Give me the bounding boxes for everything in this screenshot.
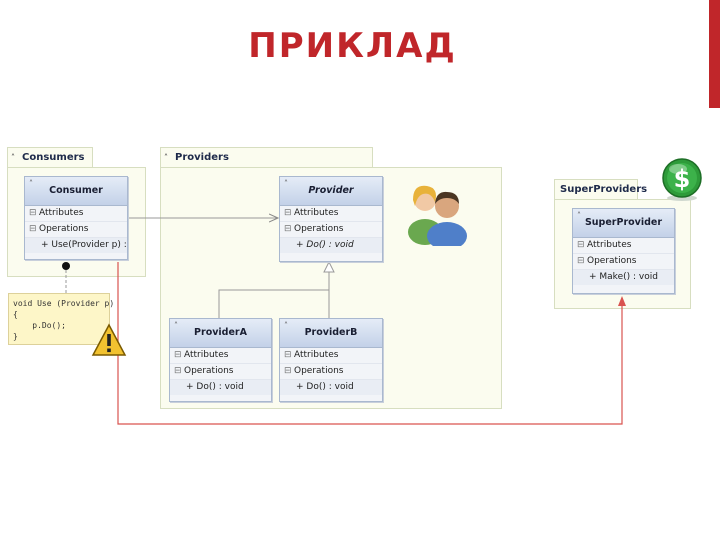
operations-label: Operations xyxy=(39,224,89,234)
package-tab-consumers[interactable]: ˄ Consumers xyxy=(7,147,93,167)
operations-section[interactable]: ⊟Operations xyxy=(280,364,382,380)
operation-item[interactable]: + Make() : void xyxy=(573,270,674,285)
page-title: ПРИКЛАД xyxy=(248,26,457,66)
dollar-icon: $ xyxy=(662,158,702,201)
class-provider-b[interactable]: ˄ ProviderB ⊟Attributes ⊟Operations + Do… xyxy=(279,318,383,402)
inheritance-arrowhead xyxy=(323,260,335,273)
warning-icon xyxy=(91,323,127,356)
class-header-provider-a: ˄ ProviderA xyxy=(170,319,271,348)
attributes-label: Attributes xyxy=(184,350,229,360)
class-header-provider-b: ˄ ProviderB xyxy=(280,319,382,348)
collapse-chevron-icon[interactable]: ˄ xyxy=(284,321,288,330)
operation-item[interactable]: + Do() : void xyxy=(280,380,382,395)
attributes-section[interactable]: ⊟Attributes xyxy=(280,348,382,364)
attributes-label: Attributes xyxy=(587,240,632,250)
collapse-chevron-icon[interactable]: ˄ xyxy=(174,321,178,330)
collapse-chevron-icon[interactable]: ˄ xyxy=(11,153,15,162)
people-icon xyxy=(408,185,467,246)
attributes-section[interactable]: ⊟Attributes xyxy=(280,206,382,222)
operation-item[interactable]: + Do() : void xyxy=(170,380,271,395)
class-name-consumer: Consumer xyxy=(49,185,103,196)
red-arrowhead xyxy=(618,296,626,306)
package-label-consumers: Consumers xyxy=(22,152,85,163)
collapse-minus-icon[interactable]: ⊟ xyxy=(284,208,292,218)
operations-section[interactable]: ⊟Operations xyxy=(573,254,674,270)
attributes-label: Attributes xyxy=(294,350,339,360)
class-consumer[interactable]: ˄ Consumer ⊟Attributes ⊟Operations + Use… xyxy=(24,176,128,260)
operations-label: Operations xyxy=(587,256,637,266)
operations-section[interactable]: ⊟Operations xyxy=(170,364,271,380)
note-line: { xyxy=(13,310,18,319)
collapse-minus-icon[interactable]: ⊟ xyxy=(29,208,37,218)
collapse-chevron-icon[interactable]: ˄ xyxy=(284,179,288,188)
accent-bar xyxy=(709,0,720,108)
collapse-minus-icon[interactable]: ⊟ xyxy=(174,366,182,376)
collapse-minus-icon[interactable]: ⊟ xyxy=(284,366,292,376)
operations-section[interactable]: ⊟Operations xyxy=(25,222,127,238)
operations-section[interactable]: ⊟Operations xyxy=(280,222,382,238)
note-line: void Use (Provider p) xyxy=(13,299,115,308)
class-provider-a[interactable]: ˄ ProviderA ⊟Attributes ⊟Operations + Do… xyxy=(169,318,272,402)
note-line: } xyxy=(13,332,18,341)
operations-label: Operations xyxy=(184,366,234,376)
attributes-section[interactable]: ⊟Attributes xyxy=(170,348,271,364)
class-header-provider: ˄ Provider xyxy=(280,177,382,206)
collapse-chevron-icon[interactable]: ˄ xyxy=(29,179,33,188)
collapse-minus-icon[interactable]: ⊟ xyxy=(577,240,585,250)
class-provider[interactable]: ˄ Provider ⊟Attributes ⊟Operations + Do(… xyxy=(279,176,383,262)
attributes-label: Attributes xyxy=(294,208,339,218)
package-tab-superproviders[interactable]: SuperProviders xyxy=(554,179,647,199)
collapse-chevron-icon[interactable]: ˄ xyxy=(164,153,168,162)
attributes-section[interactable]: ⊟Attributes xyxy=(573,238,674,254)
collapse-chevron-icon[interactable]: ˄ xyxy=(577,211,581,220)
operations-label: Operations xyxy=(294,224,344,234)
package-label-superproviders: SuperProviders xyxy=(560,184,648,195)
package-tab-providers[interactable]: ˄ Providers xyxy=(160,147,373,167)
class-name-provider: Provider xyxy=(308,185,354,196)
operation-item[interactable]: + Do() : void xyxy=(280,238,382,253)
code-note[interactable]: void Use (Provider p) { p.Do(); } xyxy=(8,293,115,345)
collapse-minus-icon[interactable]: ⊟ xyxy=(29,224,37,234)
note-anchor-dot xyxy=(62,262,70,270)
note-line: p.Do(); xyxy=(13,321,66,330)
attributes-label: Attributes xyxy=(39,208,84,218)
class-name-provider-b: ProviderB xyxy=(304,327,358,338)
collapse-minus-icon[interactable]: ⊟ xyxy=(284,350,292,360)
class-name-super-provider: SuperProvider xyxy=(584,217,663,228)
class-header-super-provider: ˄ SuperProvider xyxy=(573,209,674,238)
class-super-provider[interactable]: ˄ SuperProvider ⊟Attributes ⊟Operations … xyxy=(572,208,675,294)
collapse-minus-icon[interactable]: ⊟ xyxy=(174,350,182,360)
attributes-section[interactable]: ⊟Attributes xyxy=(25,206,127,222)
collapse-minus-icon[interactable]: ⊟ xyxy=(284,224,292,234)
operation-item[interactable]: + Use(Provider p) : void xyxy=(25,238,127,253)
class-name-provider-a: ProviderA xyxy=(194,327,247,338)
class-header-consumer: ˄ Consumer xyxy=(25,177,127,206)
svg-text:$: $ xyxy=(674,165,691,193)
collapse-minus-icon[interactable]: ⊟ xyxy=(577,256,585,266)
operations-label: Operations xyxy=(294,366,344,376)
inheritance-line-a xyxy=(218,289,329,318)
package-label-providers: Providers xyxy=(175,152,229,163)
